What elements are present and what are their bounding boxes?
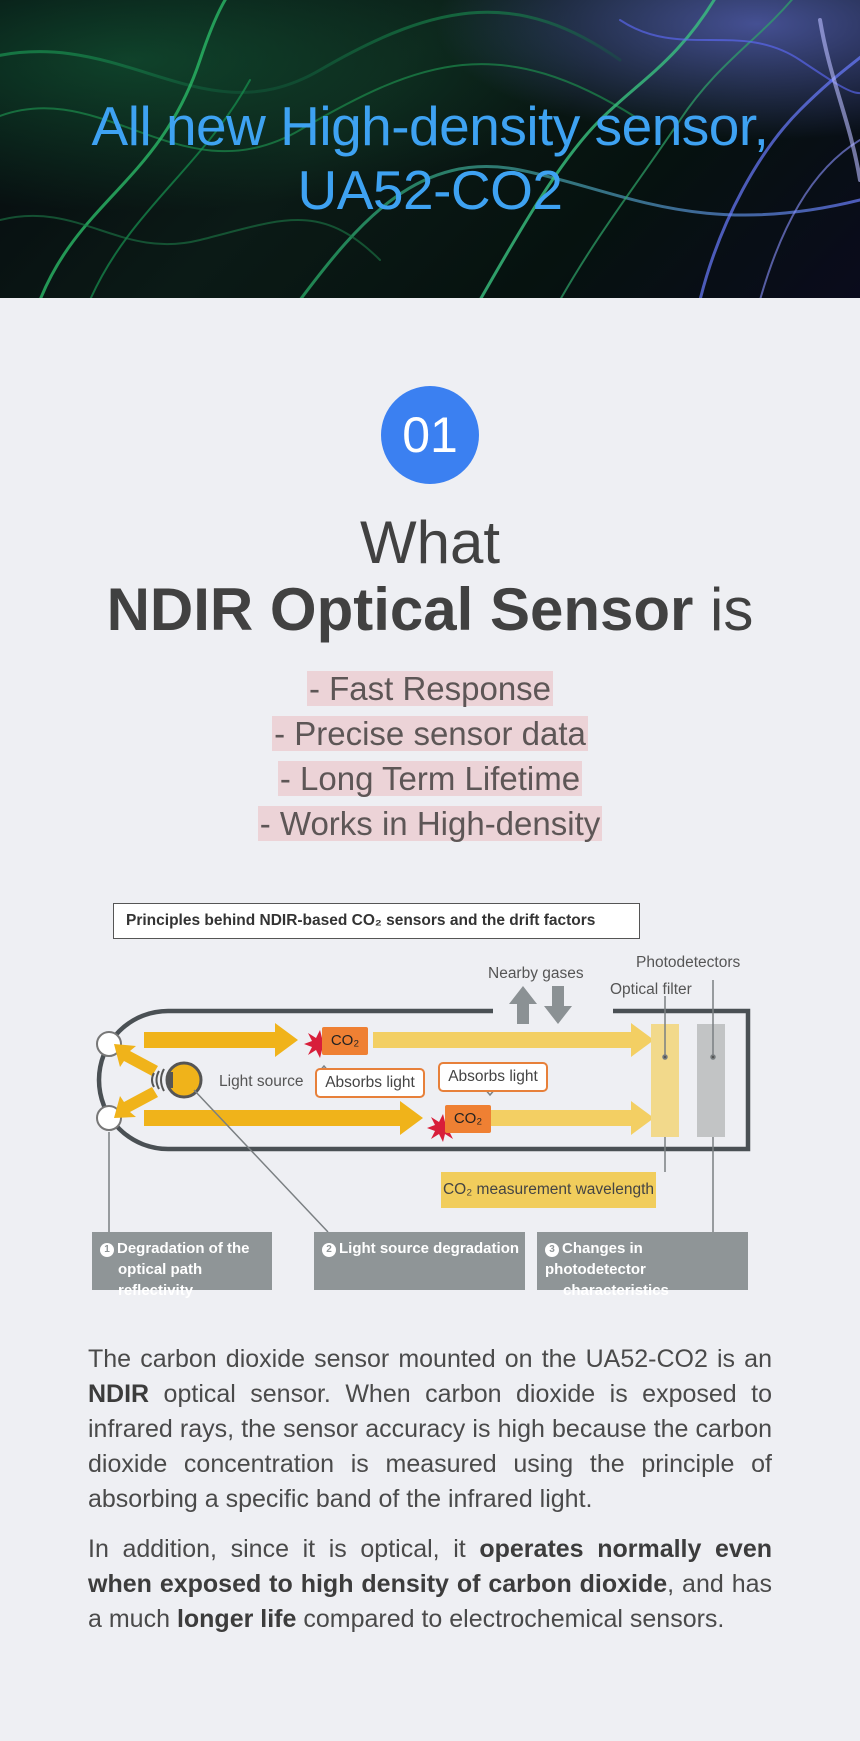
section-heading-line2: NDIR Optical Sensor is (0, 575, 860, 645)
feature-list: - Fast Response - Precise sensor data - … (0, 671, 860, 851)
text-run-bold: NDIR (88, 1380, 150, 1408)
hero-background-waves (0, 0, 860, 298)
photodetectors-label: Photodetectors (636, 954, 741, 971)
text-run: The carbon dioxide sensor mounted on the… (88, 1345, 772, 1373)
description-paragraph-2: In addition, since it is optical, it ope… (88, 1532, 772, 1637)
feature-text: - Long Term Lifetime (277, 760, 583, 797)
feature-item: - Long Term Lifetime (0, 761, 860, 806)
hero-title-line2: UA52-CO2 (297, 159, 563, 221)
nearby-gases-label: Nearby gases (488, 965, 584, 982)
factor-text: Degradation of the (117, 1240, 250, 1257)
diagram-title-box: Principles behind NDIR-based CO₂ sensors… (113, 903, 640, 939)
text-run-bold: operates normally even when exposed to h… (88, 1535, 772, 1598)
ndir-diagram: Principles behind NDIR-based CO₂ sensors… (88, 900, 773, 1299)
feature-item: - Fast Response (0, 671, 860, 716)
feature-item: - Precise sensor data (0, 716, 860, 761)
factor-text: Changes in photodetector (545, 1240, 646, 1278)
absorbs-light-callout-top: Absorbs light (315, 1068, 425, 1098)
nearby-gas-arrows (509, 986, 572, 1024)
top-beam-arrow (144, 1023, 298, 1057)
description-paragraph-1: The carbon dioxide sensor mounted on the… (88, 1342, 772, 1517)
hero-banner: All new High-density sensor, UA52-CO2 (0, 0, 860, 298)
section-heading-rest: is (693, 576, 754, 643)
co2-molecule-bottom: CO₂ (445, 1105, 491, 1133)
factor-number: 1 (100, 1243, 114, 1257)
bottom-beam-arrow (144, 1101, 423, 1135)
feature-text: - Fast Response (306, 670, 554, 707)
reflector-bottom (96, 1105, 122, 1131)
hero-title-line1: All new High-density sensor, (91, 95, 769, 157)
sensor-chamber (96, 1008, 751, 1152)
absorbs-light-callout-bottom: Absorbs light (438, 1062, 548, 1092)
reflection-arrows (114, 1044, 158, 1118)
factor-number: 3 (545, 1243, 559, 1257)
feature-text: - Precise sensor data (272, 715, 588, 752)
text-run: In addition, since it is optical, it (88, 1535, 480, 1563)
feature-item: - Works in High-density (0, 806, 860, 851)
text-run: optical sensor. When carbon dioxide is e… (88, 1380, 772, 1513)
optical-filter-label: Optical filter (610, 981, 692, 998)
section-heading-line1: What (359, 509, 501, 576)
top-beam-faded (373, 1023, 654, 1057)
photodetector (697, 1024, 725, 1137)
light-source-bulb (151, 1061, 203, 1099)
factor-text: Light source degradation (339, 1240, 520, 1257)
feature-text: - Works in High-density (257, 805, 603, 842)
light-source-label: Light source (219, 1073, 304, 1090)
factor-number: 2 (322, 1243, 336, 1257)
text-run: , and has a much (88, 1570, 772, 1633)
section-number-badge: 01 (381, 386, 479, 484)
measurement-wavelength-box: CO₂ measurement wavelength (441, 1172, 656, 1208)
text-run-bold: longer life (176, 1605, 297, 1633)
section-heading-bold: NDIR Optical Sensor (106, 576, 694, 643)
text-run: compared to electrochemical sensors. (296, 1605, 725, 1633)
bottom-beam-faded (473, 1101, 654, 1135)
co2-molecule-top: CO₂ (322, 1027, 368, 1055)
factor-text-line2: characteristics (563, 1282, 669, 1299)
reflector-top (96, 1031, 122, 1057)
factor-text-line2: optical path reflectivity (118, 1261, 203, 1299)
